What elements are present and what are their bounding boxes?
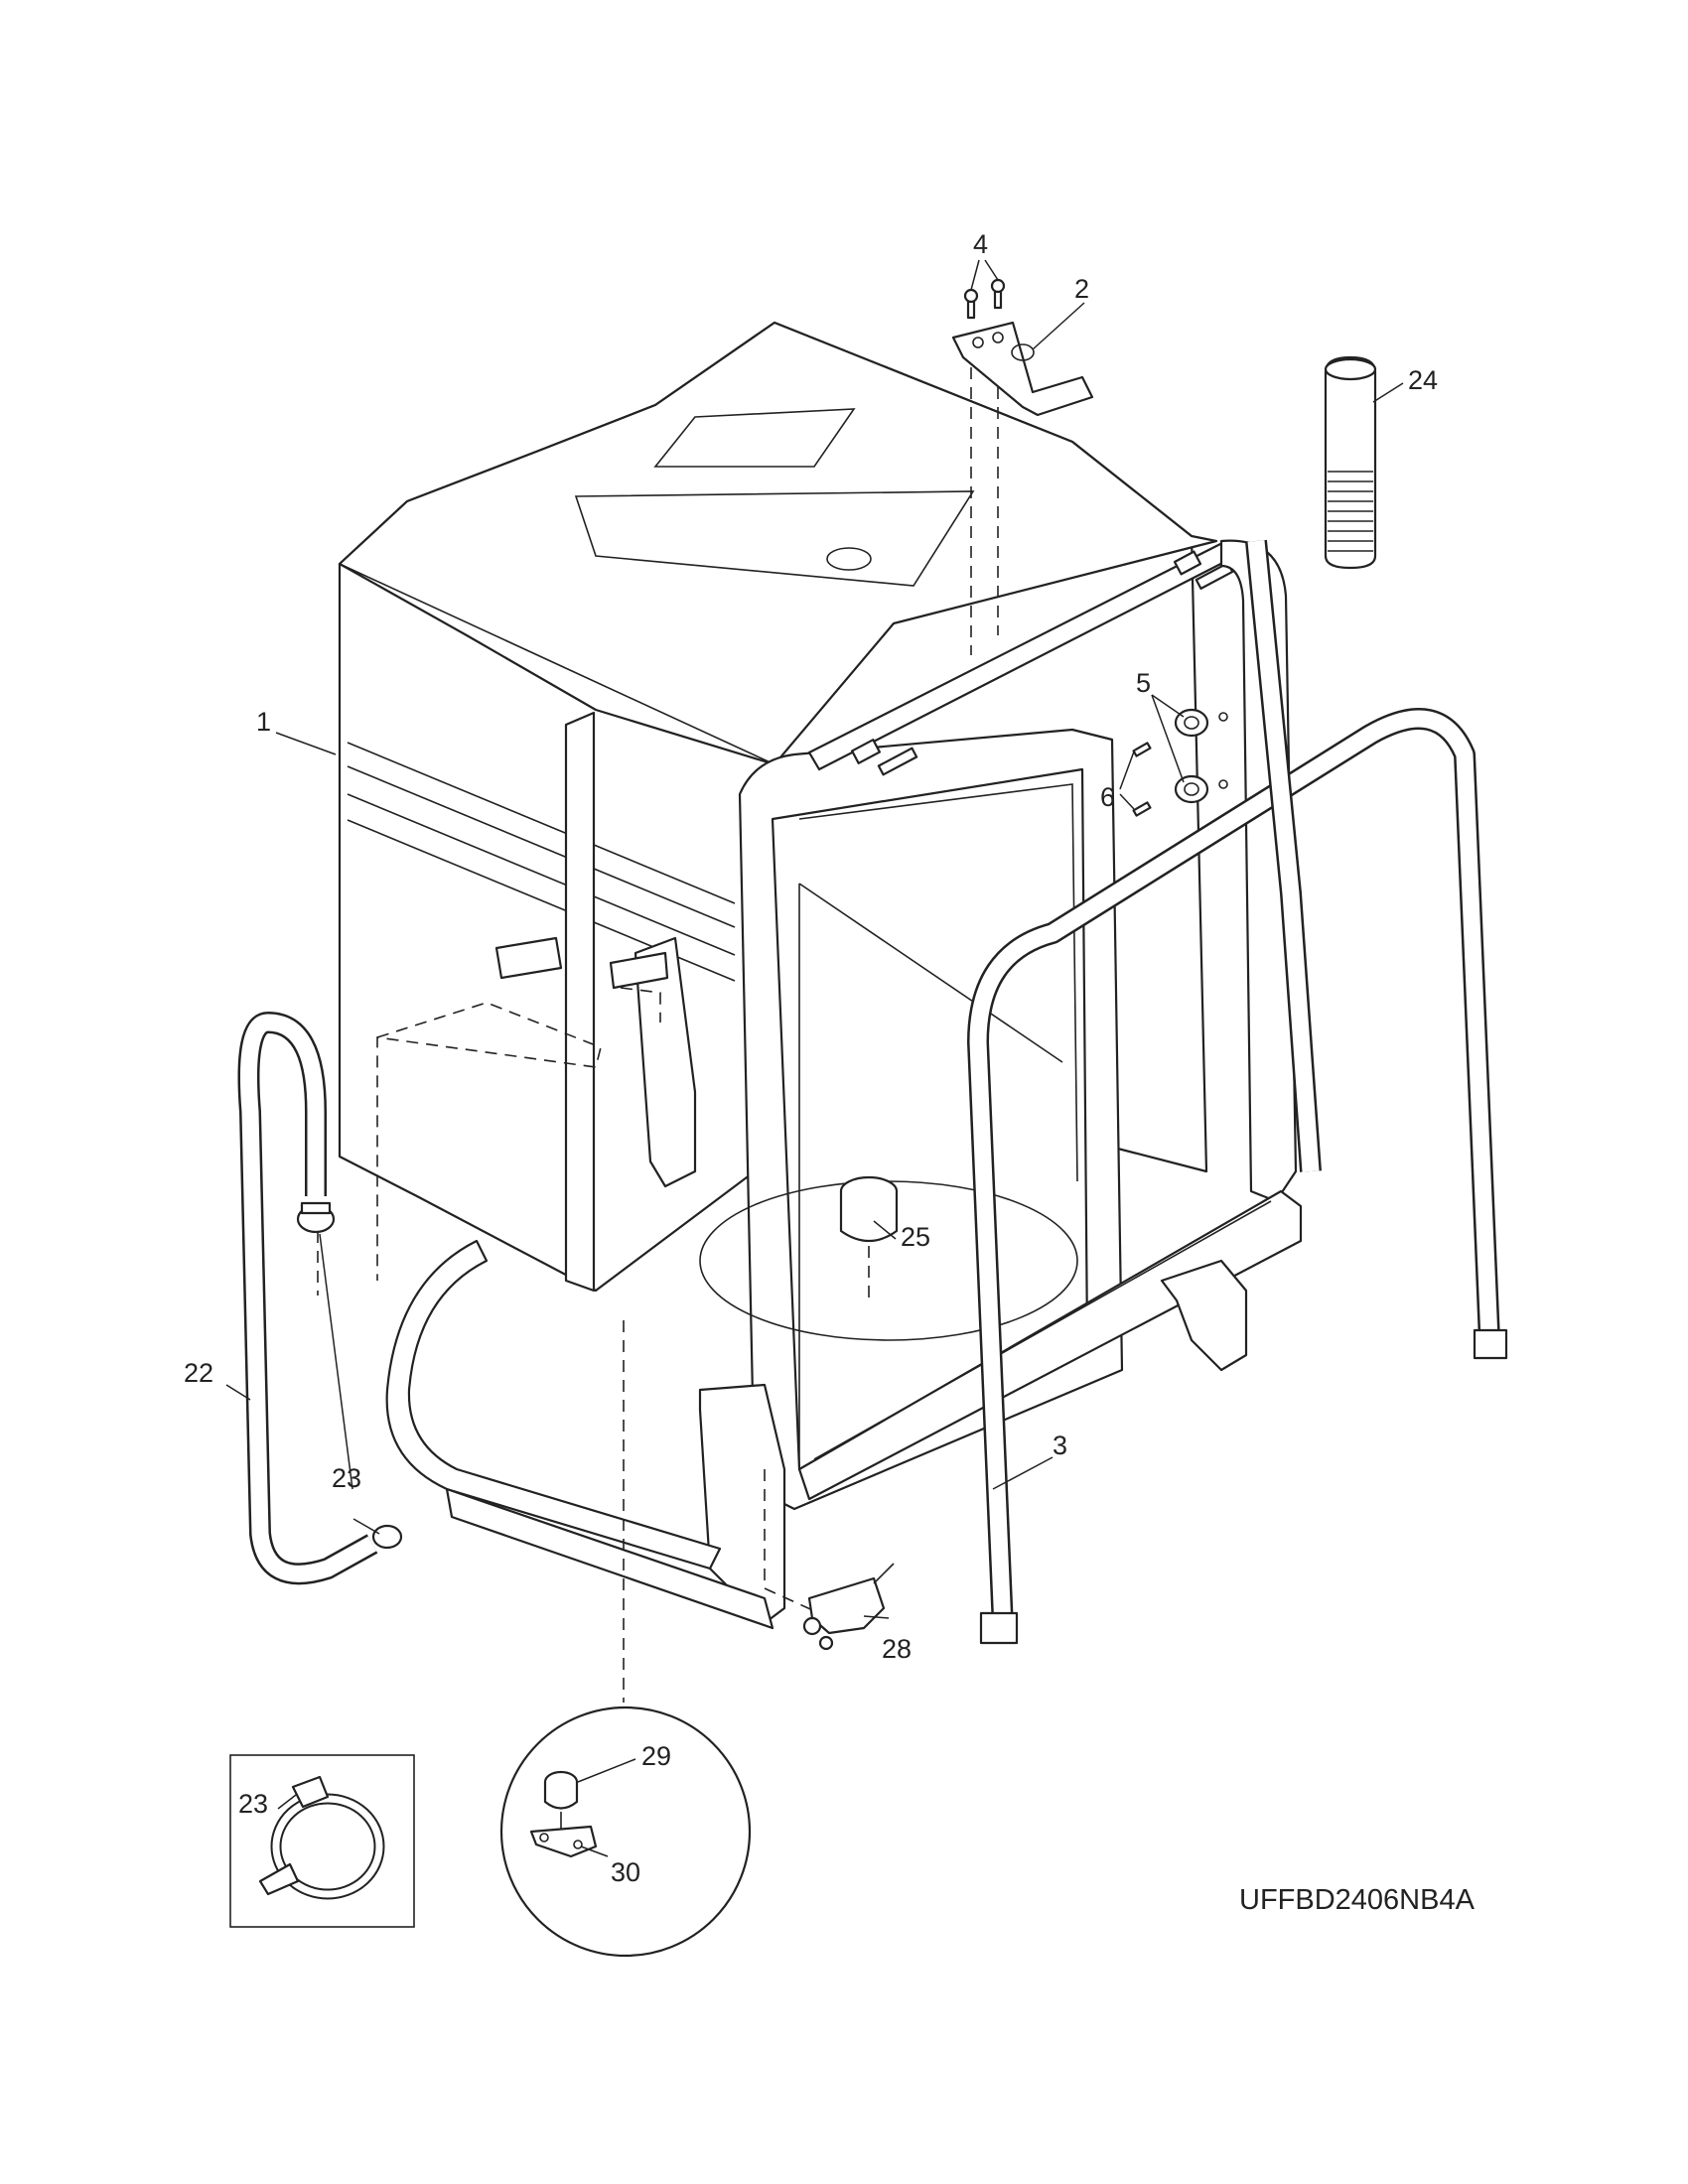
callout-6: 6 (1100, 782, 1115, 812)
callout-4: 4 (973, 229, 988, 259)
callout-29: 29 (641, 1741, 671, 1771)
drain-hose (237, 1011, 403, 1585)
detail-box (229, 1754, 415, 1928)
callout-23-detail: 23 (238, 1789, 268, 1819)
callout-25: 25 (901, 1222, 930, 1252)
callout-5: 5 (1136, 668, 1151, 698)
door-switch (802, 1563, 895, 1651)
top-bracket-and-screws (951, 278, 1094, 417)
callout-28: 28 (882, 1634, 912, 1664)
callout-1: 1 (256, 707, 271, 737)
callout-3: 3 (1053, 1431, 1067, 1460)
model-code: UFFBD2406NB4A (1239, 1884, 1476, 1916)
door-gasket (967, 539, 1508, 1645)
callout-23-hose: 23 (332, 1463, 361, 1493)
callout-30: 30 (611, 1857, 640, 1887)
callout-2: 2 (1074, 274, 1089, 304)
detail-circle (499, 1706, 752, 1958)
vent-hose (1324, 355, 1377, 570)
leader-lines (225, 259, 1404, 1857)
callout-24: 24 (1408, 365, 1438, 395)
callout-22: 22 (184, 1358, 213, 1388)
tub-assembly (338, 321, 1303, 1703)
callout-labels: 1 2 3 4 5 6 22 23 24 25 28 29 30 23 (184, 229, 1438, 1887)
